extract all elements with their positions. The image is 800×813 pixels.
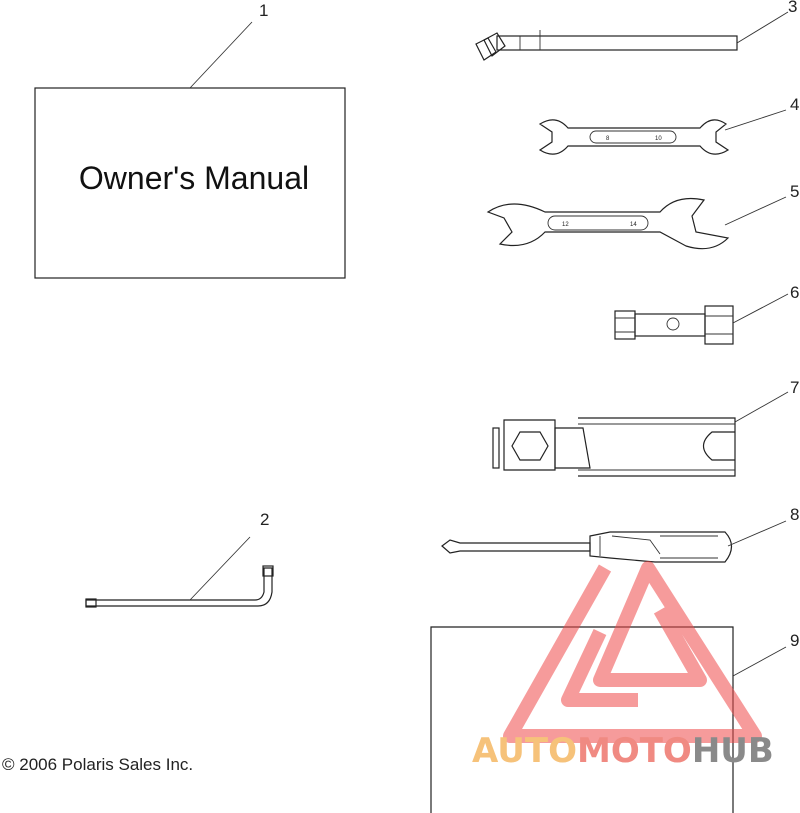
callout-1: 1 xyxy=(259,1,268,20)
spark-plug-socket: 6 xyxy=(614,283,799,345)
watermark-moto: MOTO xyxy=(577,731,692,771)
watermark-auto: AUTO xyxy=(472,731,577,771)
callout-8: 8 xyxy=(790,505,799,524)
watermark-hub: HUB xyxy=(692,731,774,771)
manual-title: Owner's Manual xyxy=(79,160,309,196)
copyright-notice: © 2006 Polaris Sales Inc. xyxy=(2,755,193,774)
wrench-mark-8: 8 xyxy=(606,136,610,142)
callout-6: 6 xyxy=(790,283,799,302)
watermark-logo xyxy=(503,561,762,743)
socket-bar: 3 xyxy=(475,0,797,61)
callout-9: 9 xyxy=(790,631,799,650)
screwdriver: 8 xyxy=(441,505,799,563)
wrench-mark-12: 12 xyxy=(562,222,569,228)
tool-pouch: 9 xyxy=(430,626,799,813)
spanner-tool: 7 xyxy=(492,378,799,477)
watermark-text: AUTOMOTOHUB xyxy=(472,731,774,771)
callout-5: 5 xyxy=(790,182,799,201)
callout-7: 7 xyxy=(790,378,799,397)
large-wrench: 12 14 5 xyxy=(486,182,799,250)
wrench-mark-10: 10 xyxy=(655,136,662,142)
small-wrench: 8 10 4 xyxy=(538,95,799,155)
callout-4: 4 xyxy=(790,95,799,114)
owners-manual: Owner's Manual 1 xyxy=(34,1,346,279)
hex-key: 2 xyxy=(85,510,274,608)
wrench-mark-14: 14 xyxy=(630,222,637,228)
callout-3: 3 xyxy=(788,0,797,16)
callout-2: 2 xyxy=(260,510,269,529)
